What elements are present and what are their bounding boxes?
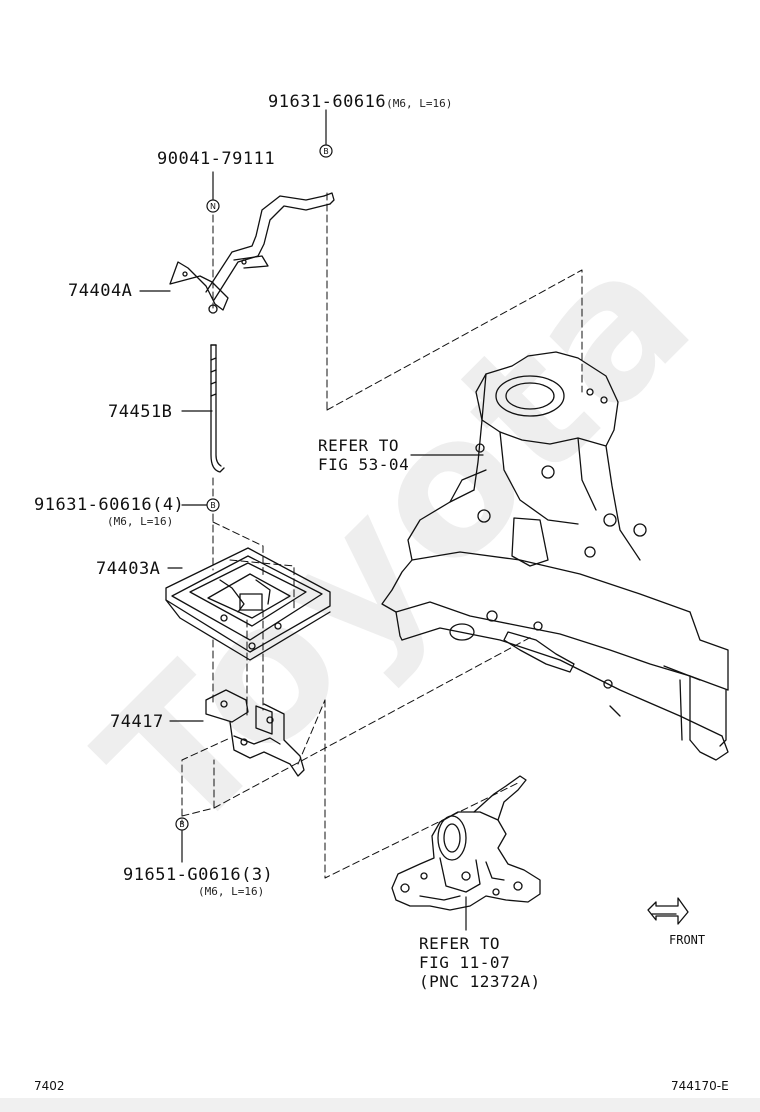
marker-b-top xyxy=(319,144,333,158)
battery-tray xyxy=(165,547,331,661)
marker-b-top-text: B xyxy=(323,147,329,156)
ref-fig-11-07[interactable]: REFER TO FIG 11-07 (PNC 12372A) xyxy=(419,934,541,991)
marker-b-bottom xyxy=(175,817,189,831)
assembly-dashed-lines xyxy=(181,192,583,879)
part-label-90041[interactable]: 90041-79111 xyxy=(157,149,276,169)
front-arrow xyxy=(647,897,689,925)
bottom-band xyxy=(0,1098,760,1112)
footer-left: 7402 xyxy=(34,1079,65,1093)
part-spec-91631-mid: (M6, L=16) xyxy=(107,515,174,528)
marker-b-mid xyxy=(206,498,220,512)
part-spec: (M6, L=16) xyxy=(386,97,453,110)
marker-letters: B N B B xyxy=(179,147,329,829)
marker-n-text: N xyxy=(210,202,216,211)
marker-n xyxy=(206,199,220,213)
tray-bracket xyxy=(205,689,305,777)
part-label-74404a[interactable]: 74404A xyxy=(68,281,133,301)
leader-lines xyxy=(139,109,484,931)
part-number[interactable]: 91631-60616 xyxy=(268,92,387,112)
marker-b-mid-text: B xyxy=(210,501,216,510)
part-spec-91651: (M6, L=16) xyxy=(198,885,265,898)
front-label: FRONT xyxy=(669,933,706,947)
part-label-91651[interactable]: 91651-G0616(3) xyxy=(123,865,274,885)
battery-clamp xyxy=(169,192,335,314)
part-label-74451b[interactable]: 74451B xyxy=(108,402,173,422)
j-bolt xyxy=(210,344,225,473)
part-label-74417[interactable]: 74417 xyxy=(110,712,164,732)
part-label-91631-mid[interactable]: 91631-60616(4) xyxy=(34,495,185,515)
footer-right: 744170-E xyxy=(671,1079,729,1093)
front-side-member xyxy=(381,351,729,761)
part-label-74403a[interactable]: 74403A xyxy=(96,559,161,579)
engine-mount xyxy=(391,775,541,911)
part-label-91631-top[interactable]: 91631-60616(M6, L=16) xyxy=(268,92,452,112)
marker-b-bottom-text: B xyxy=(179,820,185,829)
ref-fig-53-04[interactable]: REFER TO FIG 53-04 xyxy=(318,436,410,474)
